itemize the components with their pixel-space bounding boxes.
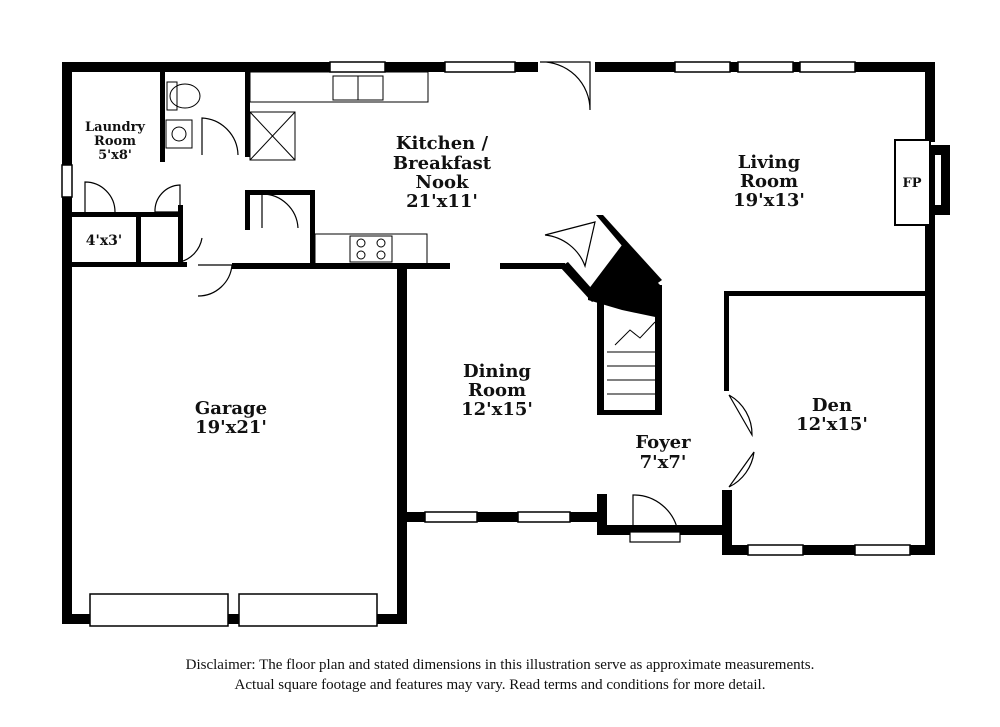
wall-dining-bottom xyxy=(397,512,607,522)
stair-wall-right xyxy=(655,285,662,415)
wall-left xyxy=(62,62,72,624)
door-swing xyxy=(201,117,239,156)
kitchen-dims: 21'x11' xyxy=(406,191,478,212)
laundry-name-line2: Room xyxy=(94,134,136,149)
dining-dims: 12'x15' xyxy=(461,399,533,420)
den-dims: 12'x15' xyxy=(796,414,868,435)
door-swing xyxy=(728,394,753,438)
door-swing xyxy=(261,193,299,229)
wall-bottom-garage xyxy=(62,614,407,624)
wall-closet-right xyxy=(136,212,141,267)
living-name-line1: Living xyxy=(738,152,801,173)
door-swing xyxy=(154,184,181,213)
disclaimer-line1: Disclaimer: The floor plan and stated di… xyxy=(185,657,815,673)
living-name-line2: Room xyxy=(740,171,798,192)
burner xyxy=(356,238,366,248)
stair-wall-diag xyxy=(560,262,600,302)
kitchen-name-line1: Kitchen / xyxy=(396,133,489,154)
garage-door xyxy=(238,593,378,627)
stair-wall-left xyxy=(597,298,604,415)
garage-dims: 19'x21' xyxy=(195,417,267,438)
burner xyxy=(376,238,386,248)
door-swing xyxy=(179,232,203,263)
wall-foyer-left xyxy=(597,494,607,532)
kitchen-name-line3: Nook xyxy=(416,172,469,193)
wall-pantry-left xyxy=(245,190,250,230)
door-swing xyxy=(544,221,596,269)
stair-arrow xyxy=(614,321,656,346)
kitchen-counter xyxy=(249,71,429,103)
closet-dims: 4'x3' xyxy=(86,233,122,249)
chimney-inner xyxy=(935,155,941,205)
den-name: Den xyxy=(812,395,852,416)
dining-name-line1: Dining xyxy=(463,361,531,382)
wall-pantry-right xyxy=(310,190,315,265)
wall-den-bottom xyxy=(722,545,935,555)
window xyxy=(517,511,571,523)
garage-door xyxy=(89,593,229,627)
wall-laundry-right xyxy=(160,72,165,162)
bath-sink-basin xyxy=(171,126,187,142)
wall-kitchen-garage xyxy=(232,263,450,269)
window xyxy=(854,544,911,556)
wall-garage-right xyxy=(397,263,407,624)
window xyxy=(747,544,804,556)
wall-den-left-lower xyxy=(722,490,732,555)
wall-laundry-bottom xyxy=(72,212,182,217)
toilet-tank xyxy=(166,81,178,111)
disclaimer: Disclaimer: The floor plan and stated di… xyxy=(0,655,1000,695)
wall-right-upper xyxy=(925,62,935,142)
window xyxy=(444,61,516,73)
burner xyxy=(356,250,366,260)
wall-den-top xyxy=(724,291,935,296)
window xyxy=(424,511,478,523)
door-swing xyxy=(197,264,233,297)
windows xyxy=(61,61,911,627)
wall-right-lower xyxy=(925,210,935,555)
fireplace-label: FP xyxy=(902,176,921,191)
kitchen-name-line2: Breakfast xyxy=(393,153,492,174)
wall-kitchen-stair xyxy=(500,263,565,269)
dining-name-line2: Room xyxy=(468,380,526,401)
window xyxy=(674,61,731,73)
toilet xyxy=(169,83,201,109)
doors xyxy=(84,61,755,543)
fixtures xyxy=(165,71,656,395)
disclaimer-line2: Actual square footage and features may v… xyxy=(234,677,766,693)
laundry-dims: 5'x8' xyxy=(98,148,132,163)
burner xyxy=(376,250,386,260)
door-swing xyxy=(84,181,116,213)
pantry-x xyxy=(249,111,296,161)
stove-counter xyxy=(314,233,428,265)
room-labels: Laundry Room 5'x8' 4'x3' Kitchen / Break… xyxy=(85,120,922,473)
garage-name: Garage xyxy=(195,398,267,419)
door-threshold xyxy=(629,531,681,543)
fireplace-box xyxy=(894,139,931,226)
wall-pantry-top xyxy=(245,190,310,195)
window xyxy=(737,61,794,73)
stair-wall-upper xyxy=(596,215,662,285)
door-swing xyxy=(539,61,591,111)
foyer-dims: 7'x7' xyxy=(640,452,687,473)
door-swing xyxy=(632,494,679,533)
door-swing xyxy=(728,451,755,488)
pantry xyxy=(249,111,296,161)
floor-plan: Laundry Room 5'x8' 4'x3' Kitchen / Break… xyxy=(61,61,950,627)
stove xyxy=(349,235,393,263)
wall-den-left-upper xyxy=(724,291,729,391)
wall-bath-right xyxy=(245,72,250,157)
wall-top-left xyxy=(62,62,538,72)
living-dims: 19'x13' xyxy=(733,190,805,211)
laundry-name-line1: Laundry xyxy=(85,120,145,135)
wall-hall-bottom xyxy=(72,262,187,267)
stair-wall-bottom xyxy=(597,410,662,415)
foyer-name: Foyer xyxy=(635,432,691,453)
walls xyxy=(62,62,950,624)
bath-sink xyxy=(165,119,193,149)
window xyxy=(61,164,73,198)
wall-foyer-bottom xyxy=(597,525,732,535)
window xyxy=(329,61,386,73)
stair-landing xyxy=(588,245,660,318)
window xyxy=(799,61,856,73)
